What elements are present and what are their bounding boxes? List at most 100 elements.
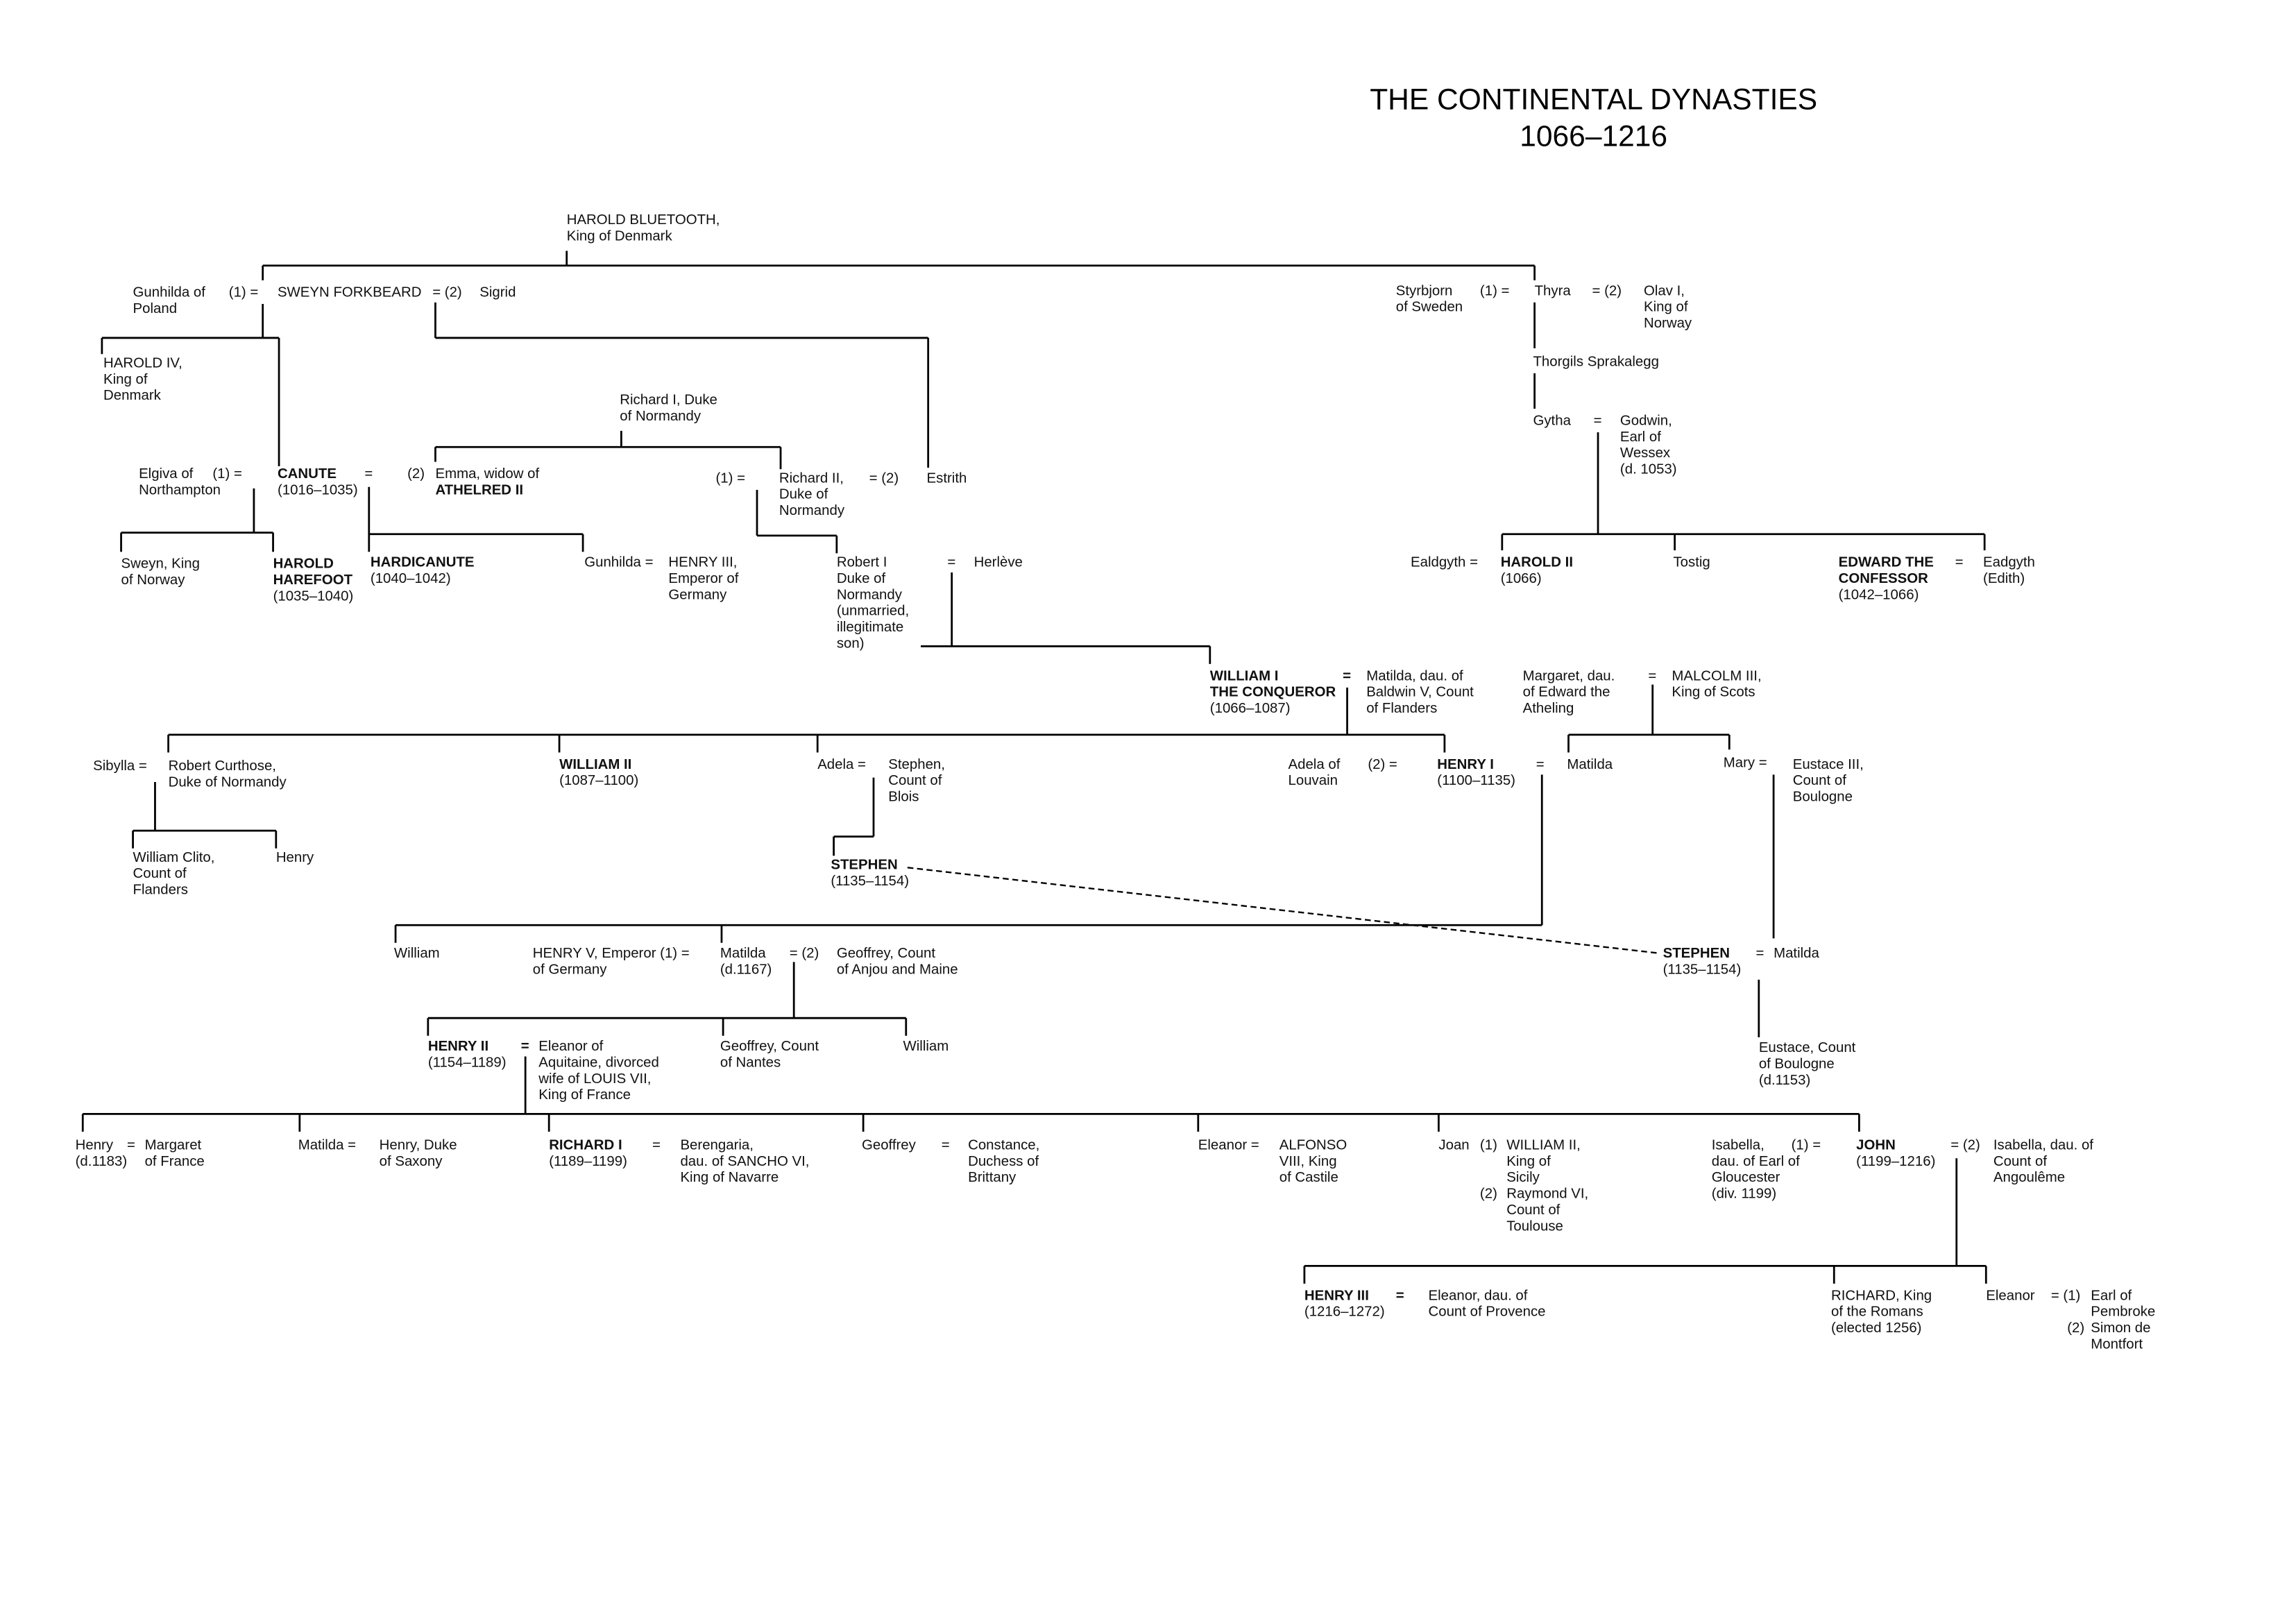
label-line: (1035–1040) xyxy=(273,588,354,604)
label-line: Olav I, xyxy=(1644,283,1685,298)
label-line: son) xyxy=(837,636,865,651)
label-line: King of xyxy=(103,372,148,387)
label-line: (1) xyxy=(1480,1137,1497,1153)
person-label-eleanor-c: Eleanor = xyxy=(1198,1137,1259,1153)
label-line: Count of xyxy=(1993,1154,2047,1169)
label-line: = (2) xyxy=(1592,283,1622,298)
label-line: WILLIAM I xyxy=(1210,668,1279,683)
label-line: Eustace III, xyxy=(1793,757,1864,772)
person-label-matilda-b: Matilda xyxy=(1774,946,1819,961)
label-line: (1040–1042) xyxy=(371,571,451,586)
label-line: (2) xyxy=(1480,1187,1497,1202)
person-label-henry-i-m2: (2) = xyxy=(1368,757,1397,772)
person-label-herleve: Herlève xyxy=(974,555,1023,570)
label-line: Duchess of xyxy=(968,1154,1039,1169)
person-label-william-eq: = xyxy=(1343,668,1351,683)
person-label-henry-rc: Henry xyxy=(276,850,314,865)
person-label-geoffrey-b: Geoffrey xyxy=(862,1137,917,1153)
label-line: Boulogne xyxy=(1793,790,1853,805)
label-line: Stephen, xyxy=(888,757,945,772)
label-line: Margaret, dau. xyxy=(1523,668,1615,683)
label-line: Normandy xyxy=(837,587,903,602)
label-line: (elected 1256) xyxy=(1831,1320,1921,1336)
label-line: (1) = xyxy=(1792,1137,1821,1153)
label-line: ALFONSO xyxy=(1279,1137,1347,1153)
label-line: Duke of xyxy=(779,487,828,502)
label-line: EDWARD THE xyxy=(1839,555,1934,570)
person-label-sibylla: Sibylla = xyxy=(93,758,147,774)
person-label-stephen1: STEPHEN(1135–1154) xyxy=(831,857,909,888)
label-line: HAROLD xyxy=(273,556,334,572)
person-label-richard-ii-m2: = (2) xyxy=(869,470,899,486)
label-line: of France xyxy=(145,1154,205,1169)
label-line: Mary = xyxy=(1724,756,1767,771)
label-line: = xyxy=(1955,555,1964,570)
label-line: HAROLD II xyxy=(1501,555,1573,570)
label-line: (1189–1199) xyxy=(549,1154,627,1169)
label-line: RICHARD I xyxy=(549,1137,622,1153)
label-line: RICHARD, King xyxy=(1831,1288,1932,1303)
label-line: Emma, widow of xyxy=(435,466,539,482)
label-line: = (2) xyxy=(790,946,819,961)
label-line: Duke of xyxy=(837,571,886,586)
label-line: Robert I xyxy=(837,555,887,570)
label-line: (1199–1216) xyxy=(1856,1154,1935,1169)
label-line: (2) = xyxy=(1368,757,1397,772)
label-line: (d. 1053) xyxy=(1620,462,1677,477)
label-line: CONFESSOR xyxy=(1839,571,1929,586)
label-line: Matilda = xyxy=(298,1137,356,1153)
label-line: Count of xyxy=(133,866,187,881)
label-line: dau. of SANCHO VI, xyxy=(680,1154,809,1169)
person-label-john: JOHN(1199–1216) xyxy=(1856,1137,1935,1169)
label-line: Adela of xyxy=(1289,757,1341,772)
label-line: Sigrid xyxy=(479,284,516,300)
label-line: of Boulogne xyxy=(1759,1056,1835,1071)
person-label-gytha-eq: = xyxy=(1594,413,1602,428)
person-label-stephen2-eq: = xyxy=(1756,946,1764,961)
label-line: = xyxy=(652,1137,661,1153)
label-line: Constance, xyxy=(968,1137,1039,1153)
label-line: Angoulême xyxy=(1993,1170,2065,1185)
person-label-thyra-m2: = (2) xyxy=(1592,283,1622,298)
label-line: Emperor of xyxy=(668,571,738,586)
label-line: Wessex xyxy=(1620,445,1670,461)
label-line: wife of LOUIS VII, xyxy=(538,1071,651,1087)
label-line: Eleanor xyxy=(1986,1288,2035,1303)
person-label-canute-m1: (1) = xyxy=(212,466,242,482)
label-line: of Anjou and Maine xyxy=(837,962,958,977)
diagram-subtitle: 1066–1216 xyxy=(1520,121,1667,153)
label-line: MALCOLM III, xyxy=(1672,668,1761,683)
label-line: Earl of xyxy=(1620,430,1661,445)
label-line: of Sweden xyxy=(1396,300,1463,315)
label-line: Count of xyxy=(888,773,942,788)
label-line: Thyra xyxy=(1535,283,1572,298)
label-line: VIII, King xyxy=(1279,1154,1337,1169)
label-line: Geoffrey xyxy=(862,1137,917,1153)
label-line: Normandy xyxy=(779,503,845,518)
label-line: William xyxy=(394,946,440,961)
label-line: Montfort xyxy=(2091,1336,2143,1352)
label-line: Richard I, Duke xyxy=(620,393,717,408)
label-line: of Norway xyxy=(121,572,186,588)
label-line: HENRY II xyxy=(428,1039,488,1054)
person-label-estrith: Estrith xyxy=(927,470,967,486)
label-line: (Edith) xyxy=(1983,571,2025,586)
label-line: King of Navarre xyxy=(680,1170,779,1185)
label-line: (2) xyxy=(407,466,425,482)
label-line: Estrith xyxy=(927,470,967,486)
person-label-henry-iii-eq: = xyxy=(1396,1288,1404,1303)
label-line: of Germany xyxy=(533,962,607,977)
label-line: STEPHEN xyxy=(831,857,897,872)
